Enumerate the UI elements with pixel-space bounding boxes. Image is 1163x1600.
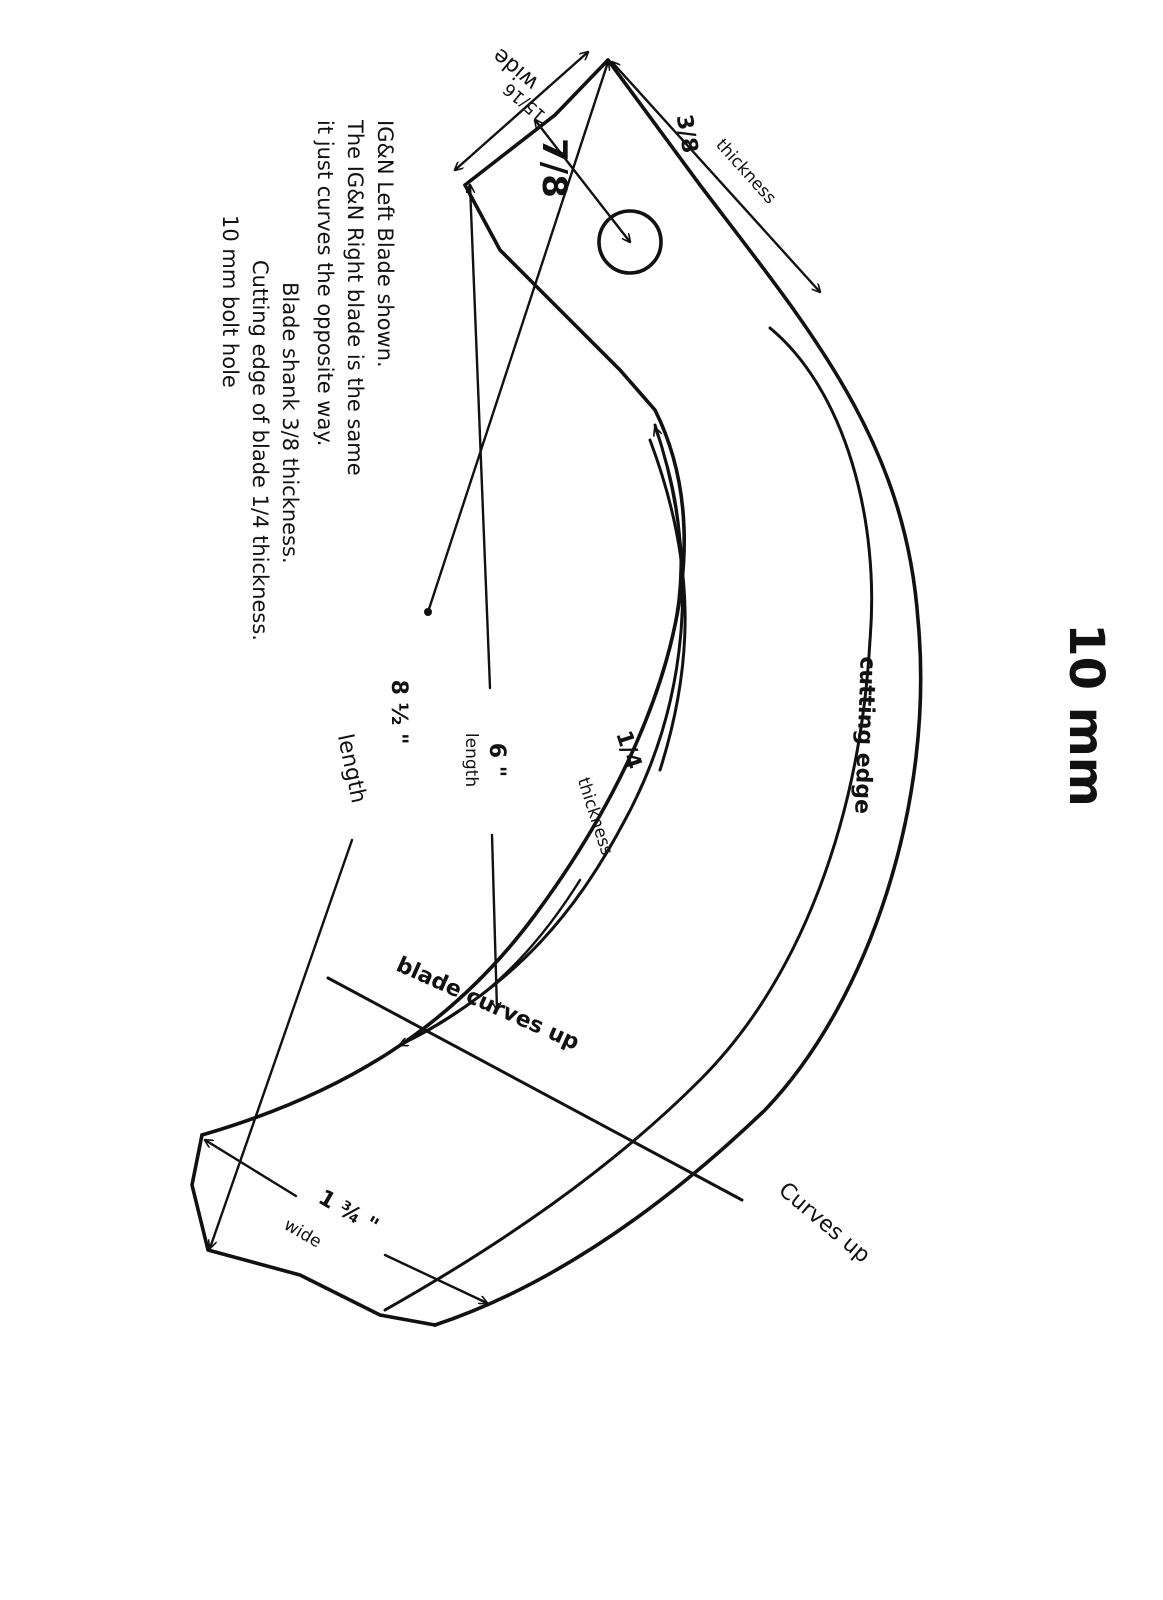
dim-length-6-value: 6 " [484,743,509,777]
dim-shank-thickness: 3/8 thickness [612,62,820,292]
note-line-3: it just curves the opposite way. [313,120,337,446]
blade-outline [190,58,923,1327]
outer-edge [433,58,923,1327]
dim-shank-thickness-word: thickness [711,135,780,208]
blade-curves-up-label: blade curves up [392,952,583,1055]
dim-length-8-value: 8 ½ " [386,680,411,745]
notes-block: IG&N Left Blade shown. The IG&N Right bl… [218,119,397,641]
dim-length-6-upper [470,183,492,690]
note-line-1: IG&N Left Blade shown. [373,120,397,368]
note-line-4: Blade shank 3/8 thickness. [278,282,302,564]
cutting-edge-label: cutting edge [849,656,879,814]
cutting-edge-bevel [383,326,874,1312]
outer-hollow-line [648,438,687,772]
dim-length-6: 6 " length [461,183,509,1012]
notes-leader-line [426,62,608,614]
note-line-6: 10 mm bolt hole [218,215,242,388]
bolt-size-label: 10 mm [1058,623,1114,807]
dim-hole-offset-value: 7/8 [534,138,574,198]
dim-tip-width-value: 1 ¾ " [314,1185,383,1239]
dim-length-8-line [210,838,354,1248]
dim-shank-thickness-line [612,62,820,292]
dim-tip-width: 1 ¾ " wide [205,1140,487,1303]
dim-length-6-word: length [461,733,481,787]
dim-tip-width-word: wide [280,1215,325,1252]
curves-up-line [326,976,744,1202]
dim-tip-width-lower [383,1253,487,1303]
curves-up-label: Curves up [774,1178,875,1269]
inner-edge [200,183,686,1137]
dim-edge-thickness-upper [648,428,682,712]
note-line-2: The IG&N Right blade is the same [343,119,367,476]
note-line-5: Cutting edge of blade 1/4 thickness. [248,260,272,641]
dim-tip-width-upper [205,1140,298,1198]
notes-leader-dot [424,608,432,616]
dim-edge-thickness-word: thickness [573,775,617,858]
dim-length-8-word: length [332,732,371,806]
tip-end [190,1133,437,1327]
curves-up-callout: blade curves up Curves up [326,952,875,1269]
dim-shank-width-line [455,52,588,170]
